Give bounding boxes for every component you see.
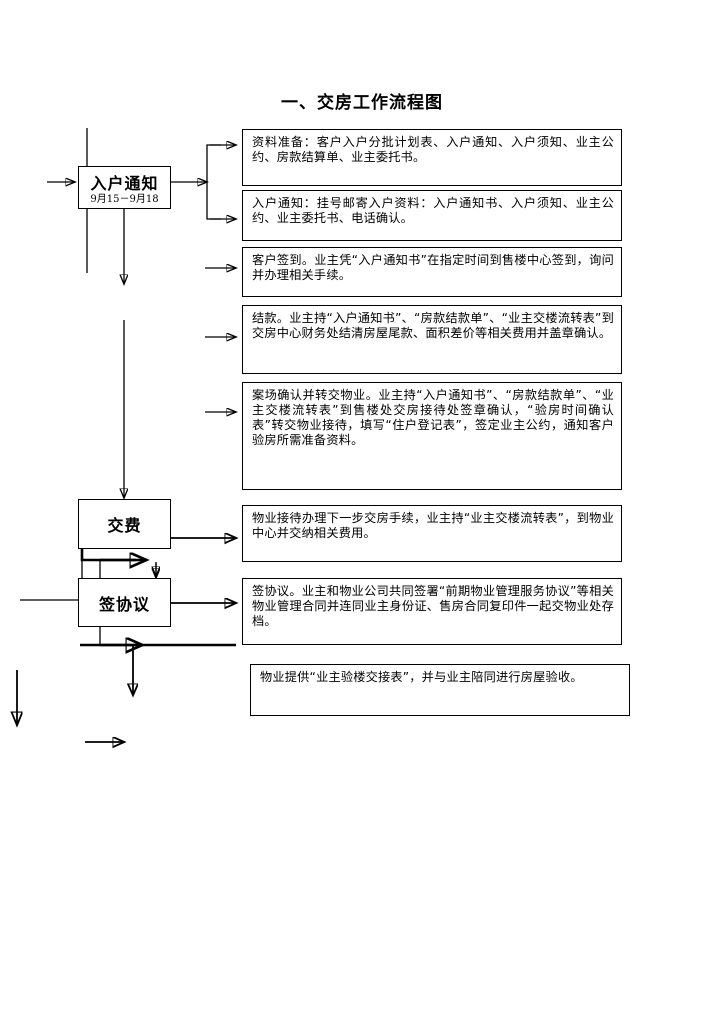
stage-box-ruhu-tongzhi[interactable]: 入户通知 9月15－9月18 — [78, 166, 171, 209]
stage-box-jiaofei[interactable]: 交费 — [78, 499, 171, 549]
step-text: 资料准备：客户入户分批计划表、入户通知、入户须知、业主公约、房款结算单、业主委托… — [252, 135, 614, 164]
step-text: 物业接待办理下一步交房手续，业主持“业主交楼流转表”，到物业中心并交纳相关费用。 — [252, 511, 614, 540]
step-box-anchang-queren[interactable]: 案场确认并转交物业。业主持“入户通知书”、“房款结款单”、“业主交楼流转表”到售… — [242, 382, 622, 490]
page-title: 一、交房工作流程图 — [281, 93, 443, 113]
step-text: 入户通知：挂号邮寄入户资料：入户通知书、入户须知、业主公约、业主委托书、电话确认… — [252, 196, 614, 225]
step-box-yanlou-jiaojie[interactable]: 物业提供“业主验楼交接表”，并与业主陪同进行房屋验收。 — [250, 664, 630, 716]
stage-box-qian-xieyi[interactable]: 签协议 — [78, 578, 171, 627]
stage-label: 交费 — [107, 516, 142, 535]
stage-label: 入户通知 — [90, 174, 159, 193]
stage-sublabel: 9月15－9月18 — [90, 194, 159, 205]
step-box-wuye-jiedai[interactable]: 物业接待办理下一步交房手续，业主持“业主交楼流转表”，到物业中心并交纳相关费用。 — [242, 505, 622, 562]
step-box-kehu-qiandao[interactable]: 客户签到。业主凭“入户通知书”在指定时间到售楼中心签到，询问并办理相关手续。 — [242, 247, 622, 297]
step-box-jiekuan[interactable]: 结款。业主持“入户通知书”、“房款结款单”、“业主交楼流转表”到交房中心财务处结… — [242, 305, 622, 374]
step-box-ruhu-tongzhi[interactable]: 入户通知：挂号邮寄入户资料：入户通知书、入户须知、业主公约、业主委托书、电话确认… — [242, 190, 622, 241]
step-box-qian-xieyi[interactable]: 签协议。业主和物业公司共同签署“前期物业管理服务协议”等相关物业管理合同并连同业… — [242, 578, 622, 645]
stage-label: 签协议 — [98, 594, 150, 614]
step-text: 签协议。业主和物业公司共同签署“前期物业管理服务协议”等相关物业管理合同并连同业… — [252, 584, 614, 628]
step-text: 客户签到。业主凭“入户通知书”在指定时间到售楼中心签到，询问并办理相关手续。 — [252, 253, 614, 282]
step-box-ziliao-zhunbei[interactable]: 资料准备：客户入户分批计划表、入户通知、入户须知、业主公约、房款结算单、业主委托… — [242, 129, 622, 186]
step-text: 物业提供“业主验楼交接表”，并与业主陪同进行房屋验收。 — [260, 670, 583, 684]
step-text: 案场确认并转交物业。业主持“入户通知书”、“房款结款单”、“业主交楼流转表”到售… — [252, 388, 614, 447]
step-text: 结款。业主持“入户通知书”、“房款结款单”、“业主交楼流转表”到交房中心财务处结… — [252, 311, 614, 340]
